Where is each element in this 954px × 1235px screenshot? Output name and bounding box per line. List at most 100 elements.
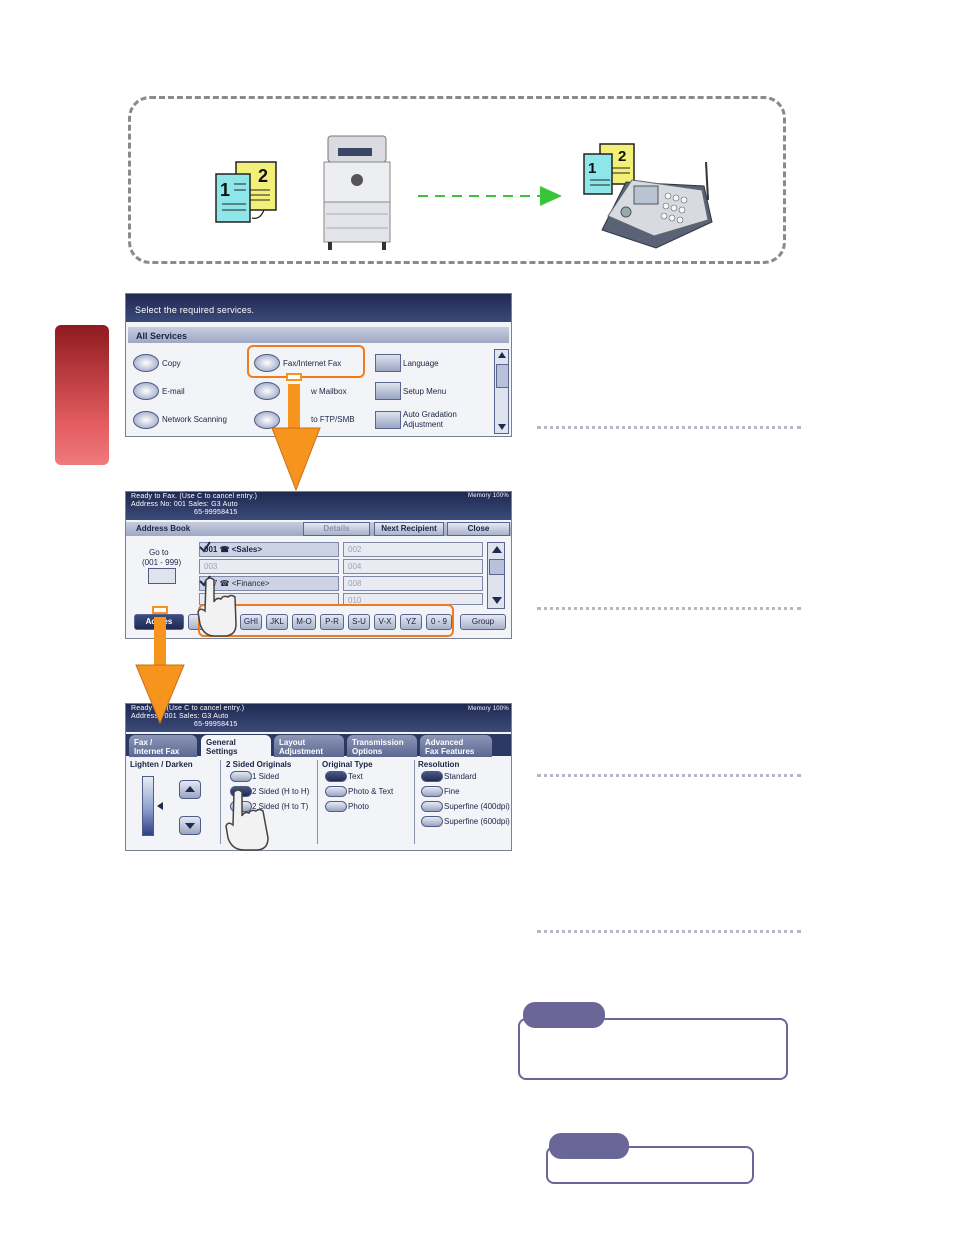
photo-label[interactable]: Photo <box>348 802 369 811</box>
memory-status: Memory 100% <box>468 706 509 712</box>
superfine-600-option[interactable] <box>421 816 443 827</box>
two-page-document-icon: 2 1 <box>215 161 277 223</box>
superfine-600-label[interactable]: Superfine (600dpi) <box>444 817 510 826</box>
two-sided-h-to-h-label[interactable]: 2 Sided (H to H) <box>252 787 310 796</box>
scroll-thumb[interactable] <box>489 559 505 575</box>
superfine-400-label[interactable]: Superfine (400dpi) <box>444 802 510 811</box>
scroll-thumb[interactable] <box>496 364 509 388</box>
photo-text-label[interactable]: Photo & Text <box>348 787 394 796</box>
fine-label[interactable]: Fine <box>444 787 460 796</box>
auto-gradation-button[interactable] <box>375 411 401 429</box>
ftp-smb-label[interactable]: to FTP/SMB <box>311 415 355 424</box>
arrow-up-icon <box>185 786 195 792</box>
standard-label[interactable]: Standard <box>444 772 477 781</box>
language-label[interactable]: Language <box>403 359 439 368</box>
address-entry-008[interactable]: 008 <box>343 576 483 591</box>
two-sided-h-to-t-label[interactable]: 2 Sided (H to T) <box>252 802 309 811</box>
network-scanning-icon[interactable] <box>133 411 159 429</box>
tab-fax-internet-fax[interactable]: Fax /Internet Fax <box>129 735 197 757</box>
send-arrow-icon <box>418 186 562 206</box>
alpha-yz-button[interactable]: YZ <box>400 614 422 630</box>
address-scrollbar[interactable] <box>487 542 505 609</box>
scroll-up-icon[interactable] <box>492 546 502 553</box>
superfine-400-option[interactable] <box>421 801 443 812</box>
svg-text:2: 2 <box>618 148 626 165</box>
separator <box>537 774 801 777</box>
copy-icon[interactable] <box>133 354 159 372</box>
note-header <box>523 1002 605 1028</box>
fax-internet-fax-label[interactable]: Fax/Internet Fax <box>283 359 342 368</box>
setup-menu-label[interactable]: Setup Menu <box>403 387 447 396</box>
alpha-vx-button[interactable]: V-X <box>374 614 396 630</box>
email-icon[interactable] <box>133 382 159 400</box>
next-recipient-button[interactable]: Next Recipient <box>374 522 444 536</box>
services-scrollbar[interactable] <box>494 349 509 434</box>
tab-label: Internet Fax <box>134 747 180 756</box>
alpha-ghi-button[interactable]: GHI <box>240 614 262 630</box>
divider <box>414 760 415 844</box>
fax-icon[interactable] <box>254 354 280 372</box>
scroll-down-icon[interactable] <box>492 597 502 604</box>
text-option[interactable] <box>325 771 347 782</box>
address-entry-007[interactable]: 007 ☎ <Finance> <box>199 576 339 591</box>
details-button[interactable]: Details <box>303 522 370 536</box>
alpha-pr-button[interactable]: P-R <box>320 614 344 630</box>
scroll-up-icon[interactable] <box>498 352 506 358</box>
one-sided-label[interactable]: 1 Sided <box>252 772 280 781</box>
setup-menu-button[interactable] <box>375 382 401 400</box>
address-status-header: Ready to Fax. (Use C to cancel entry.) A… <box>126 492 511 520</box>
copy-label[interactable]: Copy <box>162 359 181 368</box>
original-type-title: Original Type <box>322 760 373 769</box>
adjustment-label[interactable]: Adjustment <box>403 420 444 429</box>
alpha-mo-button[interactable]: M-O <box>292 614 316 630</box>
tab-label: Adjustment <box>279 747 323 756</box>
status-line-3: 65-99958415 <box>194 721 238 728</box>
one-sided-option[interactable] <box>230 771 252 782</box>
all-services-tab[interactable]: All Services <box>128 327 509 343</box>
photo-text-option[interactable] <box>325 786 347 797</box>
mailbox-label[interactable]: w Mailbox <box>311 387 347 396</box>
group-button[interactable]: Group <box>460 614 506 630</box>
note-box <box>546 1146 754 1184</box>
hand-pointer-icon <box>225 789 269 851</box>
tab-label: Layout <box>279 738 306 747</box>
alpha-jkl-button[interactable]: JKL <box>266 614 288 630</box>
text-label[interactable]: Text <box>348 772 363 781</box>
email-label[interactable]: E-mail <box>162 387 185 396</box>
mailbox-icon[interactable] <box>254 382 280 400</box>
tab-label: Fax / <box>134 738 153 747</box>
network-scanning-label[interactable]: Network Scanning <box>162 415 227 424</box>
alpha-su-button[interactable]: S-U <box>348 614 370 630</box>
goto-label: Go to <box>149 548 169 557</box>
all-services-label: All Services <box>136 331 188 341</box>
photo-option[interactable] <box>325 801 347 812</box>
ftp-smb-icon[interactable] <box>254 411 280 429</box>
address-entry-001[interactable]: 001 ☎ <Sales> <box>199 542 339 557</box>
language-button[interactable] <box>375 354 401 372</box>
tab-label: Transmission <box>352 738 404 747</box>
address-entry-003[interactable]: 003 <box>199 559 339 574</box>
address-book-screen: Ready to Fax. (Use C to cancel entry.) A… <box>125 491 512 639</box>
fine-option[interactable] <box>421 786 443 797</box>
memory-status: Memory 100% <box>468 493 509 499</box>
auto-gradation-label[interactable]: Auto Gradation <box>403 410 457 419</box>
received-document-icon: 2 1 <box>583 143 635 195</box>
darken-button[interactable] <box>179 816 201 835</box>
lighten-button[interactable] <box>179 780 201 799</box>
alpha-09-button[interactable]: 0 - 9 <box>426 614 452 630</box>
status-line-2: Address No: 001 Sales: G3 Auto <box>131 501 238 508</box>
standard-option[interactable] <box>421 771 443 782</box>
separator <box>537 607 801 610</box>
goto-input[interactable] <box>148 568 176 584</box>
address-entry-002[interactable]: 002 <box>343 542 483 557</box>
status-line-1: Ready to Fax. (Use C to cancel entry.) <box>131 493 258 500</box>
address-entry-004[interactable]: 004 <box>343 559 483 574</box>
services-prompt: Select the required services. <box>135 305 255 315</box>
scroll-down-icon[interactable] <box>498 424 506 430</box>
close-button[interactable]: Close <box>447 522 510 536</box>
svg-text:2: 2 <box>258 166 268 186</box>
